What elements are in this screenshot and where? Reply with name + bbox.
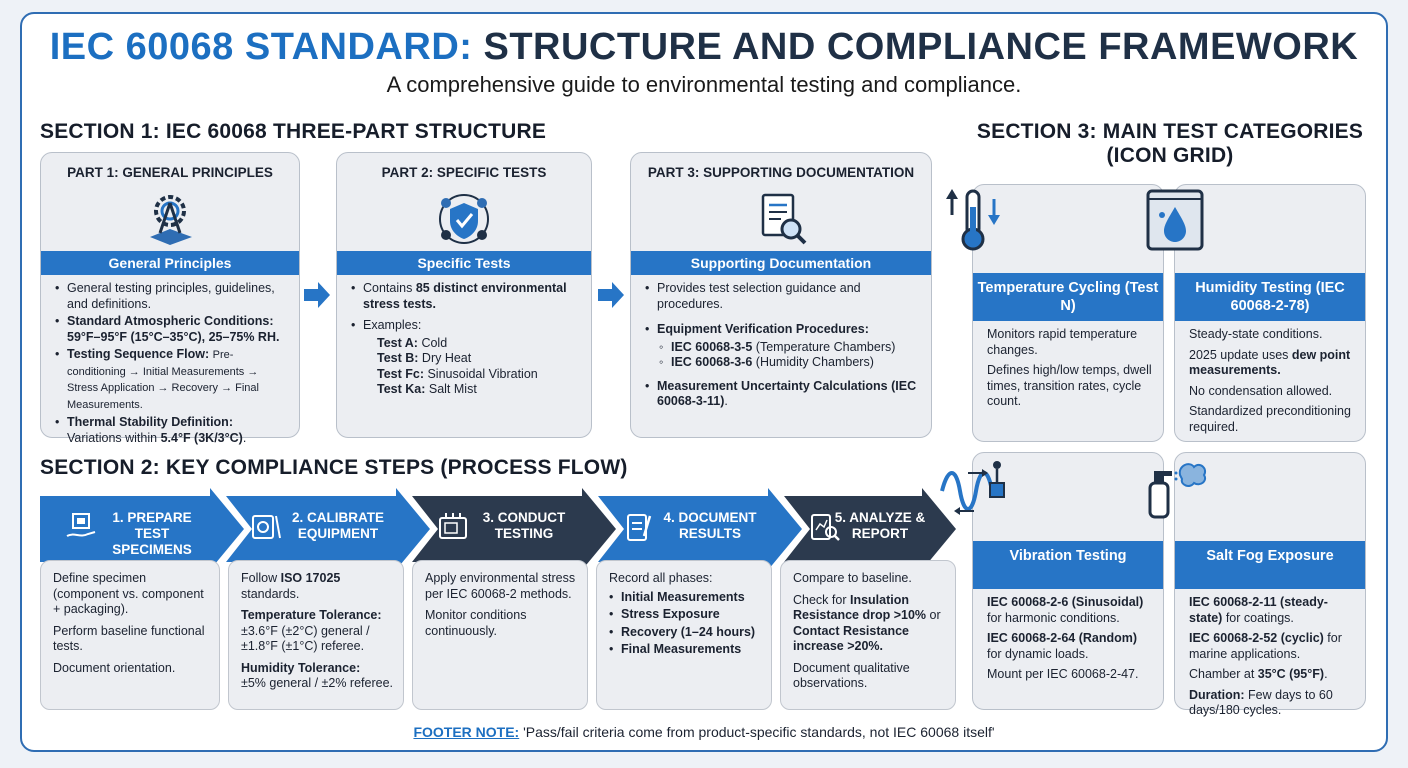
step5-card: Compare to baseline. Check for Insulatio… — [780, 560, 956, 710]
step1-card: Define specimen (component vs. component… — [40, 560, 220, 710]
report-magnifier-icon — [811, 514, 840, 541]
example-test-a: Test A: Cold — [377, 335, 448, 350]
flow-arrow-icon — [304, 282, 330, 308]
shield-test-icon — [439, 194, 489, 244]
part3-body: Provides test selection guidance and pro… — [645, 281, 921, 412]
section2-heading: SECTION 2: KEY COMPLIANCE STEPS (PROCESS… — [40, 456, 628, 479]
step2-chevron: 2. CALIBRATE EQUIPMENT — [226, 488, 430, 570]
example-test-fc: Test Fc: Sinusoidal Vibration — [377, 366, 538, 381]
step5-chevron: 5. ANALYZE & REPORT — [784, 488, 956, 570]
part1-title: PART 1: GENERAL PRINCIPLES — [67, 165, 273, 180]
part3-band: Supporting Documentation — [631, 251, 931, 275]
footer-note: FOOTER NOTE: 'Pass/fail criteria come fr… — [413, 724, 995, 740]
gear-compass-icon — [150, 195, 192, 245]
step4-card: Record all phases: Initial Measurements … — [596, 560, 772, 710]
section3-heading: SECTION 3: MAIN TEST CATEGORIES (ICON GR… — [976, 120, 1364, 167]
step3-chevron: 3. CONDUCT TESTING — [412, 488, 616, 570]
part2-body: Contains 85 distinct environmental stres… — [351, 281, 581, 398]
chip-hand-icon — [66, 513, 96, 537]
step3-card: Apply environmental stress per IEC 60068… — [412, 560, 588, 710]
example-test-ka: Test Ka: Salt Mist — [377, 382, 477, 396]
part3-card: PART 3: SUPPORTING DOCUMENTATION Support… — [630, 152, 932, 438]
part1-body: General testing principles, guidelines, … — [55, 281, 289, 448]
section1-heading: SECTION 1: IEC 60068 THREE-PART STRUCTUR… — [40, 120, 547, 143]
category-temperature-card: Temperature Cycling (Test N) Monitors ra… — [946, 184, 1164, 442]
part2-card: PART 2: SPECIFIC TESTS Specific Tests Co… — [336, 152, 592, 438]
part1-band: General Principles — [41, 251, 299, 275]
step1-chevron: 1. PREPARE TEST SPECIMENS — [40, 488, 244, 570]
thermometer-arrows-icon — [946, 189, 1000, 251]
water-drop-chamber-icon — [1146, 189, 1204, 251]
gauge-tools-icon — [252, 515, 281, 539]
part2-title: PART 2: SPECIFIC TESTS — [381, 165, 547, 180]
step2-card: Follow ISO 17025 standards. Temperature … — [228, 560, 404, 710]
category-humidity-card: Humidity Testing (IEC 60068-2-78) Steady… — [1146, 184, 1366, 442]
step4-chevron: 4. DOCUMENT RESULTS — [598, 488, 802, 570]
flow-arrow-icon — [598, 282, 624, 308]
part2-band: Specific Tests — [337, 251, 591, 275]
page-title: IEC 60068 STANDARD: STRUCTURE AND COMPLI… — [49, 26, 1359, 68]
page-subtitle: A comprehensive guide to environmental t… — [386, 72, 1022, 97]
document-magnifier-icon — [761, 193, 807, 245]
sine-wave-icon — [940, 461, 1005, 515]
part1-card: PART 1: GENERAL PRINCIPLES General Princ… — [40, 152, 300, 445]
test-chamber-icon — [439, 513, 467, 539]
category-salt-fog-card: Salt Fog Exposure IEC 60068-2-11 (steady… — [1148, 452, 1366, 717]
spray-bottle-icon — [1148, 463, 1206, 519]
part3-title: PART 3: SUPPORTING DOCUMENTATION — [647, 165, 915, 180]
example-test-b: Test B: Dry Heat — [377, 351, 472, 365]
category-vibration-card: Vibration Testing IEC 60068-2-6 (Sinusoi… — [940, 452, 1164, 710]
clipboard-pen-icon — [627, 514, 652, 541]
